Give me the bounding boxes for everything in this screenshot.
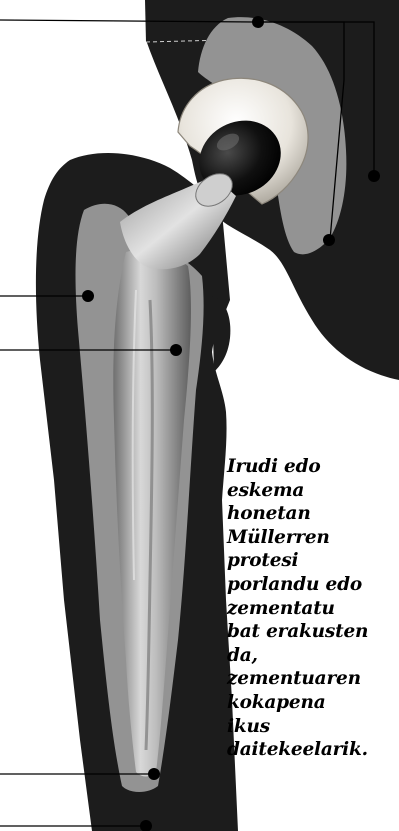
caption-line: da, <box>227 644 397 668</box>
caption-line: zementuaren <box>227 667 397 691</box>
figure-caption: Irudi edo eskema honetan Müllerren prote… <box>227 455 397 762</box>
caption-line: bat erakusten <box>227 620 397 644</box>
caption-line: Müllerren <box>227 526 397 550</box>
caption-line: protesi <box>227 549 397 573</box>
caption-line: honetan <box>227 502 397 526</box>
caption-line: porlandu edo <box>227 573 397 597</box>
leader-dot-stem-tip <box>148 768 160 780</box>
caption-line: Irudi edo <box>227 455 397 479</box>
caption-line: ikus <box>227 715 397 739</box>
caption-line: zementatu <box>227 597 397 621</box>
caption-line: daitekeelarik. <box>227 738 397 762</box>
caption-line: kokapena <box>227 691 397 715</box>
leader-dot-cup <box>323 234 335 246</box>
leader-dot-femoral-cement <box>82 290 94 302</box>
caption-line: eskema <box>227 479 397 503</box>
leader-dot-cement-cup <box>368 170 380 182</box>
leader-dot-stem <box>170 344 182 356</box>
